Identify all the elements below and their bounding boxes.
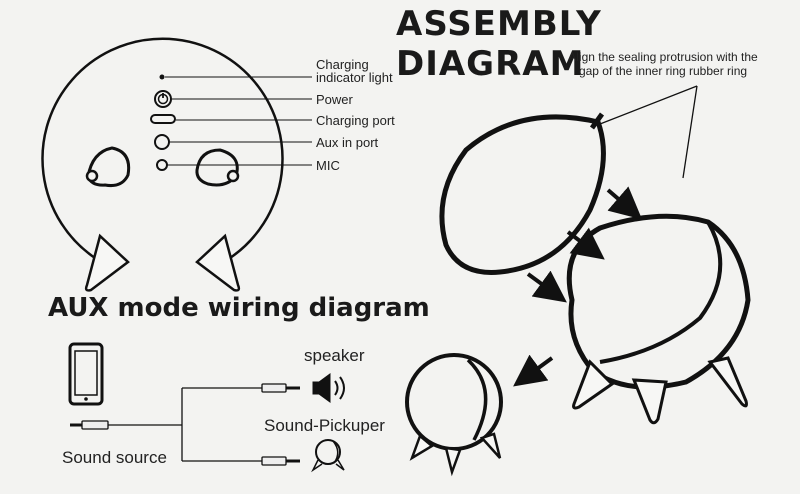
- speaker-front-view: [41, 37, 312, 292]
- aux-in-label: Aux in port: [316, 135, 379, 150]
- charging-port-label: Charging port: [316, 113, 395, 128]
- page-title: ASSEMBLY DIAGRAM: [396, 4, 602, 84]
- top-shell: [439, 112, 606, 275]
- charging-indicator-label-1: Charging: [316, 57, 369, 72]
- callout-lines: [599, 85, 698, 179]
- mic-label: MIC: [316, 158, 340, 173]
- assembly-note-line-1: Align the sealing protrusion with the: [568, 50, 758, 64]
- assembly-arrows: [513, 186, 643, 387]
- assembled-speaker: [405, 353, 503, 477]
- smartphone-icon: [68, 342, 104, 406]
- left-foot: [84, 233, 130, 292]
- left-eye: [86, 146, 131, 187]
- charging-port: [150, 114, 176, 124]
- sound-pickuper-label: Sound-Pickuper: [264, 416, 385, 435]
- right-foot: [195, 233, 241, 292]
- speaker-label: speaker: [304, 346, 365, 365]
- sound-source-label: Sound source: [62, 448, 167, 467]
- mic-hole: [156, 159, 168, 171]
- power-button: [154, 90, 172, 108]
- aux-in-port: [154, 134, 170, 150]
- assembly-note-line-2: gap of the inner ring rubber ring: [578, 64, 748, 78]
- audio-plug-icon: [70, 383, 300, 466]
- charging-indicator-dot: [159, 74, 165, 80]
- lower-bowl: [566, 213, 751, 425]
- speaker-icon: [312, 373, 345, 403]
- sound-pickuper-icon: [311, 439, 345, 473]
- aux-section-title: AUX mode wiring diagram: [48, 293, 430, 323]
- wiring-cables: [108, 387, 262, 462]
- charging-indicator-label-2: indicator light: [316, 70, 393, 85]
- power-label: Power: [316, 92, 353, 107]
